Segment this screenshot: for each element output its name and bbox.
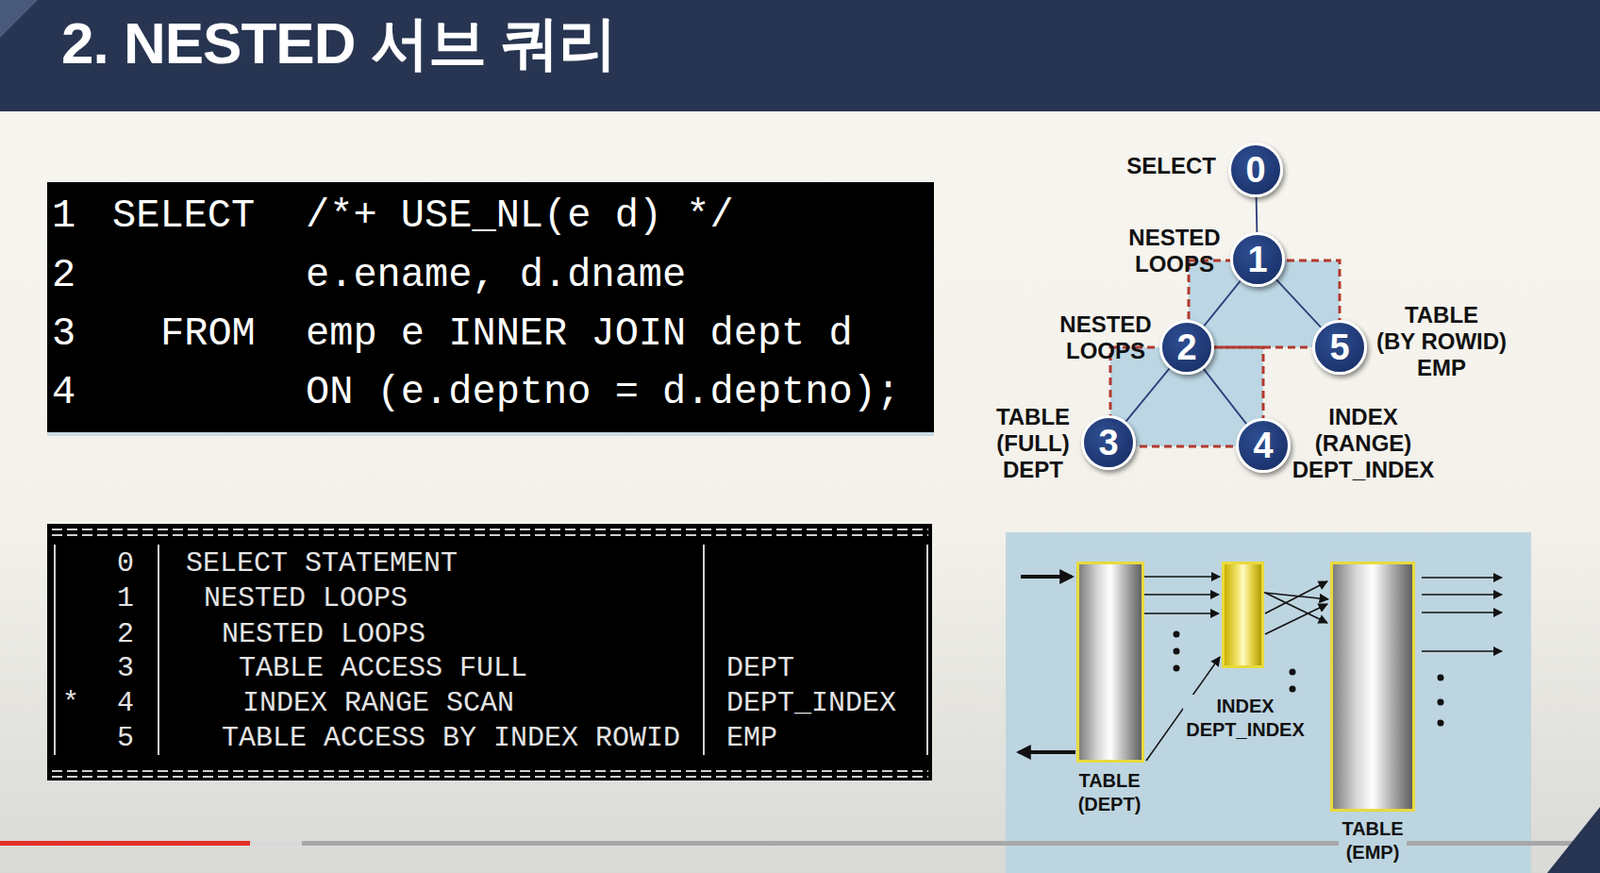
plan-id: 1	[116, 581, 134, 616]
step-number: 5	[1315, 322, 1365, 372]
line-number: 1	[51, 192, 76, 240]
progress-bar	[0, 840, 250, 846]
table-cylinder: TABLE (DEPT)	[1076, 561, 1145, 763]
tree-branch	[1203, 281, 1241, 327]
plan-id: 5	[116, 720, 134, 755]
illustration-panel	[1005, 532, 1532, 873]
sql-hint: /*+ USE_NL(e d) */	[305, 192, 734, 240]
corner-accent	[1547, 806, 1600, 873]
sql-keyword: SELECT	[112, 192, 255, 240]
plan-operation: TABLE ACCESS BY INDEX ROWID	[221, 720, 681, 755]
table-cylinder: TABLE (EMP)	[1330, 561, 1416, 812]
sql-code: e.ename, d.dname	[305, 251, 686, 300]
line-number: 2	[51, 251, 76, 300]
tree-branch	[1276, 279, 1321, 328]
tree-branch	[1255, 197, 1259, 233]
plan-object: EMP	[726, 720, 778, 755]
index-cylinder: INDEX DEPT_INDEX	[1221, 561, 1265, 668]
plan-id: 2	[116, 616, 134, 651]
step-number: 3	[1083, 417, 1134, 467]
plan-object: DEPT_INDEX	[726, 685, 897, 720]
sql-keyword: FROM	[160, 310, 256, 358]
step-label: TABLE (BY ROWID) EMP	[1376, 301, 1507, 382]
object-label: INDEX DEPT_INDEX	[1183, 694, 1308, 742]
plan-panel	[47, 523, 933, 781]
sql-code: emp e INNER JOIN dept d	[305, 310, 853, 358]
plan-id: 4	[116, 685, 134, 720]
plan-step-circle: 0SELECT	[1228, 142, 1284, 198]
step-label: SELECT	[1126, 152, 1217, 180]
flow-arrow	[1144, 575, 1220, 578]
step-number: 0	[1231, 145, 1281, 195]
plan-operation: NESTED LOOPS	[221, 616, 426, 651]
plan-step-circle: 2NESTED LOOPS	[1159, 319, 1215, 375]
step-label: TABLE (FULL) DEPT	[996, 403, 1070, 484]
plan-object: DEPT	[726, 650, 795, 685]
title-bar	[0, 0, 1600, 112]
plan-operation: SELECT STATEMENT	[185, 546, 458, 581]
plan-rules	[51, 529, 929, 777]
title-corner	[0, 0, 38, 38]
line-number: 4	[51, 368, 76, 417]
plan-operation: INDEX RANGE SCAN	[242, 685, 515, 720]
plan-operation: NESTED LOOPS	[203, 581, 408, 616]
sql-code: ON (e.deptno = d.deptno);	[305, 368, 900, 417]
step-number: 1	[1233, 234, 1283, 284]
step-label: NESTED LOOPS	[1059, 311, 1151, 365]
step-label: INDEX (RANGE) DEPT_INDEX	[1292, 403, 1435, 484]
slide-title: 2. NESTED 서브 쿼리	[61, 9, 617, 78]
line-number: 3	[51, 310, 76, 358]
step-number: 2	[1162, 322, 1212, 372]
plan-step-circle: 1NESTED LOOPS	[1230, 232, 1285, 287]
step-label: NESTED LOOPS	[1128, 224, 1220, 278]
tree-branch	[1203, 368, 1247, 424]
plan-step-circle: 5TABLE (BY ROWID) EMP	[1312, 319, 1367, 375]
plan-id: 3	[116, 650, 134, 685]
code-panel	[47, 182, 934, 433]
object-label: TABLE (DEPT)	[1075, 768, 1145, 817]
object-label: TABLE (EMP)	[1338, 816, 1406, 865]
step-number: 4	[1238, 420, 1288, 470]
plan-step-circle: 3TABLE (FULL) DEPT	[1081, 415, 1136, 470]
tree-branch	[1125, 367, 1169, 421]
progress-buffer	[0, 840, 302, 846]
plan-operation: TABLE ACCESS FULL	[238, 650, 528, 685]
predicate-mark: *	[62, 685, 80, 720]
plan-step-circle: 4INDEX (RANGE) DEPT_INDEX	[1235, 417, 1291, 473]
plan-id: 0	[116, 546, 134, 581]
flow-arrow	[1264, 592, 1329, 600]
